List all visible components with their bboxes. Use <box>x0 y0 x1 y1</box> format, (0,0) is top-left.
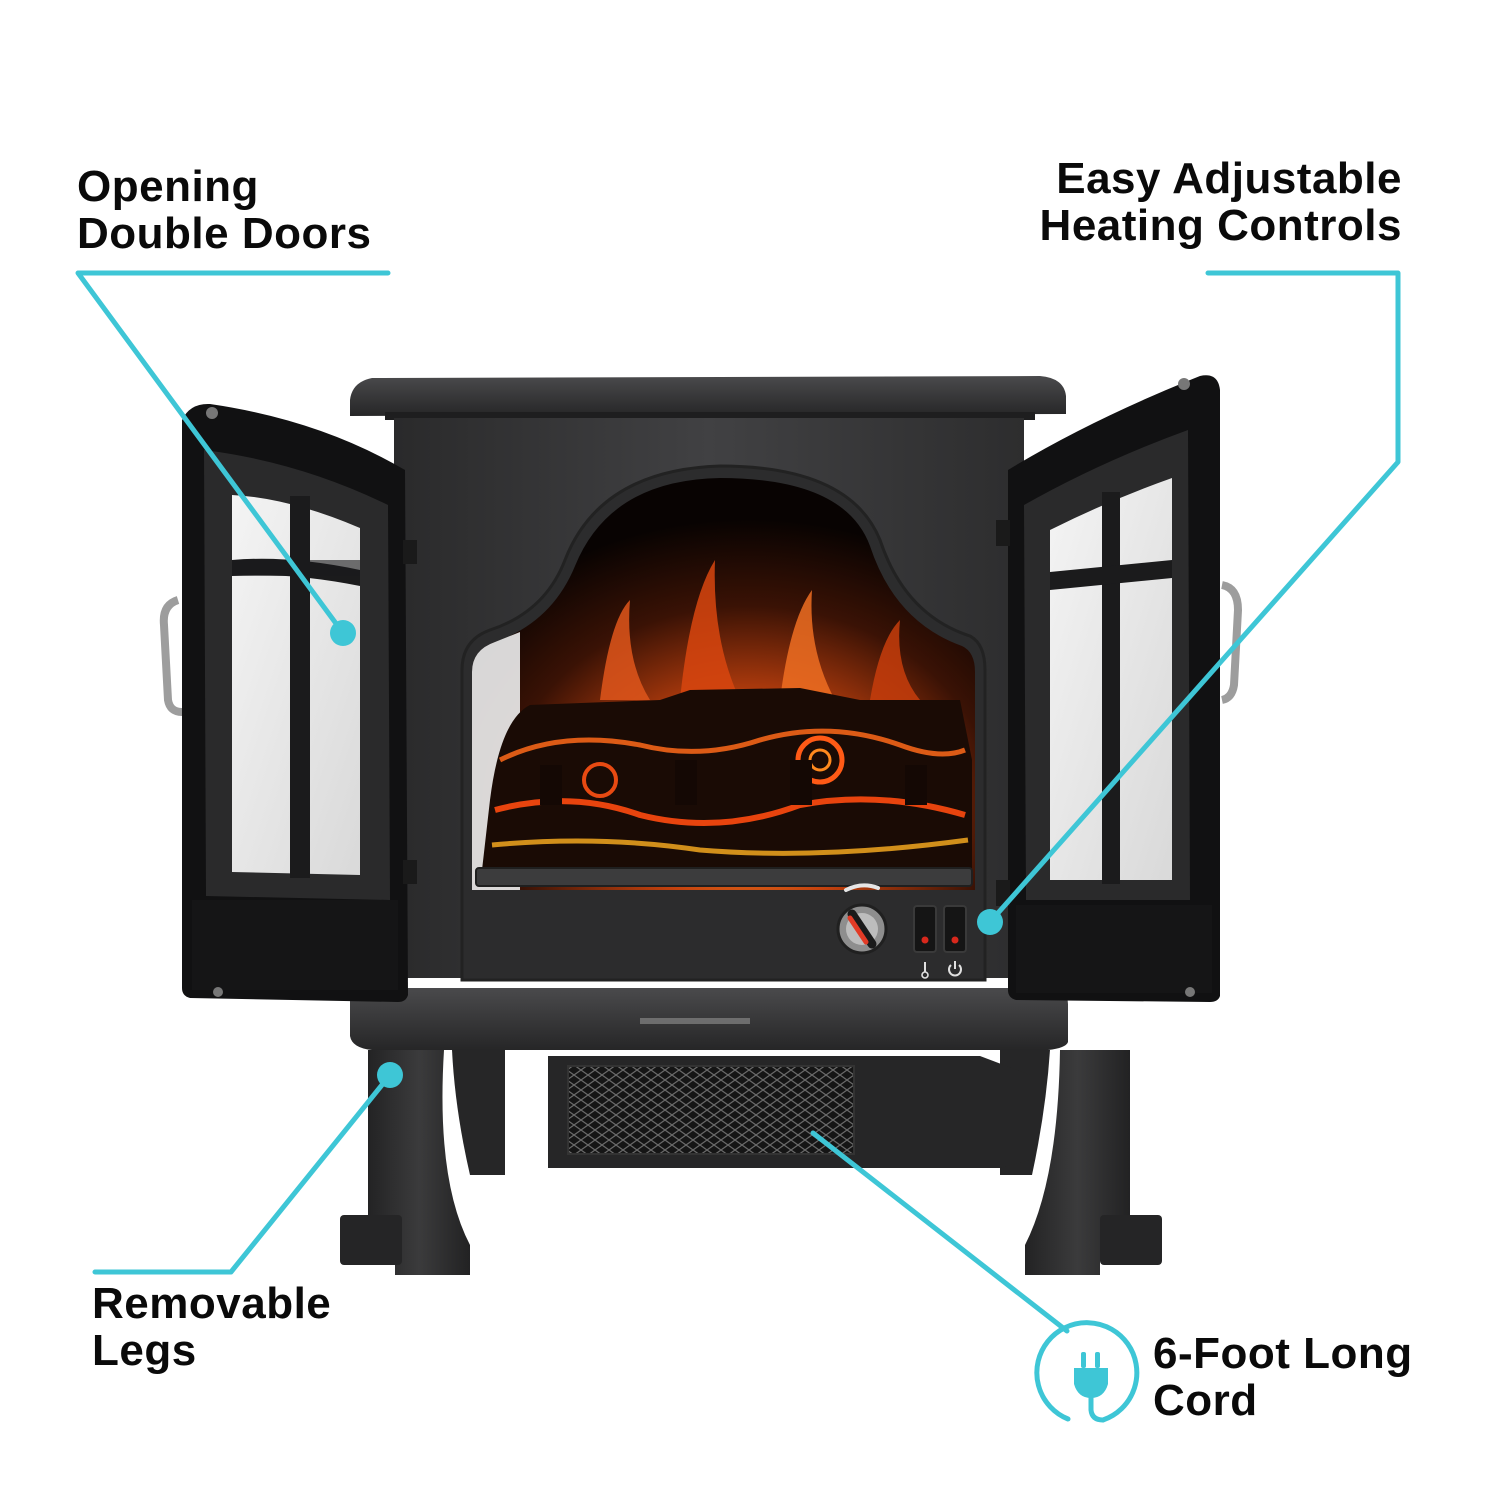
warning-label <box>640 1018 750 1024</box>
right-foot <box>1100 1215 1162 1265</box>
callout-label-controls: Easy Adjustable Heating Controls <box>1040 155 1402 249</box>
callout-line-doors <box>75 270 391 636</box>
callout-label-legs-line2: Legs <box>92 1326 197 1375</box>
callout-label-doors-line1: Opening <box>77 162 259 211</box>
callout-line-controls <box>987 270 1401 925</box>
callout-label-doors-line2: Double Doors <box>77 209 372 258</box>
plug-icon <box>1034 1320 1140 1423</box>
callout-label-cord-line2: Cord <box>1153 1376 1258 1425</box>
hearth-ledge <box>475 867 973 887</box>
power-icon <box>948 961 962 977</box>
power-switch[interactable] <box>943 905 967 953</box>
top-lid <box>350 376 1066 416</box>
callout-label-cord-line1: 6-Foot Long <box>1153 1329 1413 1378</box>
callout-label-controls-line2: Heating Controls <box>1039 201 1402 250</box>
callout-label-doors: Opening Double Doors <box>77 163 371 257</box>
callout-label-legs-line1: Removable <box>92 1279 332 1328</box>
left-foot <box>340 1215 402 1265</box>
left-door[interactable] <box>159 403 417 1002</box>
callout-dot-doors <box>330 620 356 646</box>
fireplace-body <box>350 376 1068 1050</box>
callout-label-cord: 6-Foot Long Cord <box>1153 1330 1413 1424</box>
left-back-leg <box>452 1050 505 1175</box>
callout-line-legs <box>92 1072 393 1275</box>
right-door[interactable] <box>996 375 1243 1003</box>
heat-switch[interactable] <box>913 905 937 953</box>
heater-vent <box>548 1056 1030 1168</box>
callout-line-cord <box>810 1130 1070 1334</box>
callout-label-controls-line1: Easy Adjustable <box>1056 154 1402 203</box>
logs <box>482 688 972 870</box>
control-panel <box>836 883 967 979</box>
callout-dot-legs <box>377 1062 403 1088</box>
callout-label-legs: Removable Legs <box>92 1280 331 1374</box>
callout-dot-controls <box>977 909 1003 935</box>
flames <box>600 560 920 700</box>
left-spring-handle <box>159 596 183 716</box>
callout-lines <box>75 270 1401 1334</box>
thermometer-icon <box>921 962 929 979</box>
